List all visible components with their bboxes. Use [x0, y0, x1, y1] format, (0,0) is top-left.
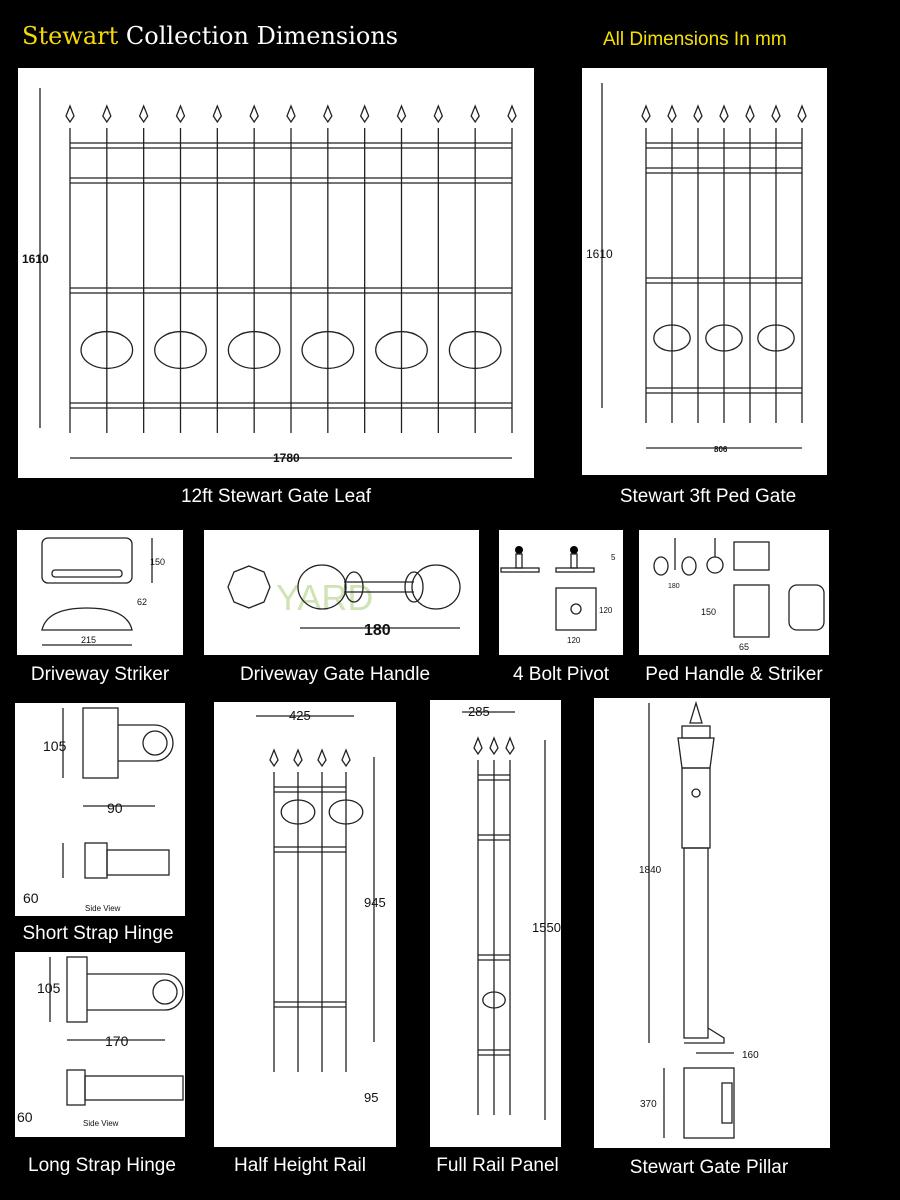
gate-bars — [473, 736, 515, 1115]
short-hinge-side: 60 — [23, 890, 39, 906]
ped-gate-drawing: 1610 806 — [582, 68, 827, 475]
units-note: All Dimensions In mm — [603, 29, 787, 50]
leaf-width-dim: 1780 — [273, 451, 300, 465]
pivot-drawing: 5 120 120 — [499, 530, 623, 655]
leaf-height-dim: 1610 — [22, 252, 49, 266]
watermark: YARD — [276, 577, 373, 618]
caption-striker: Driveway Striker — [30, 664, 170, 685]
caption-pivot: 4 Bolt Pivot — [512, 664, 610, 685]
striker-drawing: 150 62 215 — [17, 530, 183, 655]
half-rail-height: 945 — [364, 895, 386, 910]
caption-ped-handle: Ped Handle & Striker — [645, 664, 823, 685]
long-hinge-length: 170 — [105, 1033, 129, 1049]
striker-width: 215 — [81, 635, 96, 645]
pivot-width: 120 — [567, 636, 581, 645]
caption-short-hinge: Short Strap Hinge — [22, 923, 174, 944]
handle-drawing: YARD 180 — [204, 530, 479, 655]
long-hinge-side-label: Side View — [83, 1119, 119, 1128]
pillar-plate: 370 — [640, 1099, 657, 1110]
ped-width-dim: 806 — [714, 445, 728, 454]
caption-handle: Driveway Gate Handle — [239, 664, 431, 685]
ped-height-dim: 1610 — [586, 247, 613, 261]
long-hinge-drawing: 105 170 60 Side View — [15, 952, 185, 1137]
caption-gate-leaf: 12ft Stewart Gate Leaf — [180, 486, 372, 507]
caption-pillar: Stewart Gate Pillar — [629, 1157, 789, 1178]
handle-length: 180 — [364, 622, 391, 639]
striker-height: 150 — [150, 557, 165, 567]
half-rail-drawing: 425 945 95 — [214, 702, 396, 1147]
half-rail-foot: 95 — [364, 1090, 378, 1105]
title-text: Collection Dimensions — [125, 22, 399, 50]
page-title: Stewart Collection Dimensions — [22, 22, 398, 50]
gate-bars — [269, 748, 364, 1072]
gate-bars — [65, 104, 517, 433]
ped-handle-drawing: 180 150 65 — [639, 530, 829, 655]
caption-long-hinge: Long Strap Hinge — [28, 1155, 176, 1176]
long-hinge-side: 60 — [17, 1109, 33, 1125]
ped-striker-height: 150 — [701, 607, 716, 617]
gate-bars — [641, 104, 807, 423]
brand-name: Stewart — [22, 22, 119, 50]
short-hinge-side-label: Side View — [85, 904, 121, 913]
pillar-drawing: 1840 160 370 — [594, 698, 830, 1148]
pivot-height: 120 — [599, 606, 613, 615]
short-hinge-drawing: 105 90 60 Side View — [15, 703, 185, 916]
gate-leaf-drawing: 1610 1780 — [18, 68, 534, 478]
full-rail-width: 285 — [468, 704, 490, 719]
caption-full-rail: Full Rail Panel — [436, 1155, 559, 1176]
caption-half-rail: Half Height Rail — [234, 1155, 366, 1176]
caption-ped-gate: Stewart 3ft Ped Gate — [619, 486, 797, 507]
striker-depth: 62 — [137, 597, 147, 607]
pillar-base: 160 — [742, 1050, 759, 1061]
short-hinge-length: 90 — [107, 800, 123, 816]
half-rail-width: 425 — [289, 708, 311, 723]
full-rail-drawing: 285 1550 — [430, 700, 561, 1147]
ped-handle-length: 180 — [668, 583, 680, 590]
full-rail-height: 1550 — [532, 920, 561, 935]
pivot-thickness: 5 — [611, 553, 616, 562]
ped-striker-depth: 65 — [739, 642, 749, 652]
pillar-height: 1840 — [639, 865, 662, 876]
long-hinge-height: 105 — [37, 980, 61, 996]
short-hinge-height: 105 — [43, 738, 67, 754]
